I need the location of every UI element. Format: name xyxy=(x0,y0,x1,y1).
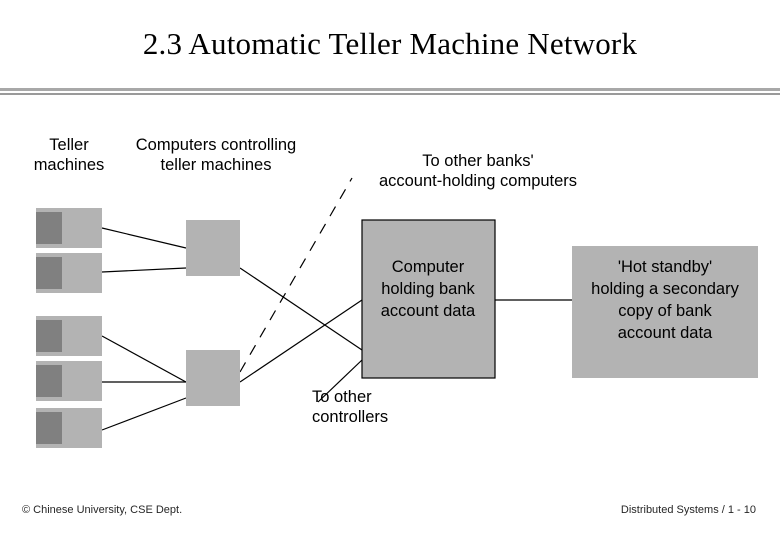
connector-lines xyxy=(101,227,572,431)
label-computers-controlling-line-1: Computers controlling xyxy=(136,136,297,154)
label-to-other-controllers-line-2: controllers xyxy=(312,408,388,426)
label-hot-standby-line-2: holding a secondary xyxy=(591,280,739,298)
label-computers-controlling: Computers controlling teller machines xyxy=(136,136,297,174)
label-computer-holding-bank-account-data: Computer holding bank account data xyxy=(381,258,476,320)
label-to-other-controllers: To other controllers xyxy=(312,388,388,426)
label-central-computer-line-1: Computer xyxy=(392,258,465,276)
controller-box-top xyxy=(186,220,240,276)
label-hot-standby-line-4: account data xyxy=(618,324,713,342)
label-teller-machines: Teller machines xyxy=(34,136,105,174)
label-hot-standby-line-1: 'Hot standby' xyxy=(618,258,712,276)
teller-machine-1 xyxy=(36,208,102,248)
label-to-other-banks-line-2: account-holding computers xyxy=(379,172,577,190)
teller-machine-4 xyxy=(36,361,102,401)
teller-machine-3 xyxy=(36,316,102,356)
controller-box-bottom xyxy=(186,350,240,406)
label-central-computer-line-2: holding bank xyxy=(381,280,475,298)
dashed-connector-other-banks xyxy=(239,177,353,373)
label-teller-machines-line-2: machines xyxy=(34,156,105,174)
label-to-other-controllers-line-1: To other xyxy=(312,388,372,406)
teller-machine-2 xyxy=(36,253,102,293)
title-divider-upper xyxy=(0,88,780,91)
label-teller-machines-line-1: Teller xyxy=(49,136,89,154)
hot-standby-box xyxy=(572,246,758,378)
title-divider-lower xyxy=(0,93,780,95)
label-central-computer-line-3: account data xyxy=(381,302,476,320)
label-computers-controlling-line-2: teller machines xyxy=(161,156,272,174)
page-title: 2.3 Automatic Teller Machine Network xyxy=(142,26,638,61)
footer-copyright: © Chinese University, CSE Dept. xyxy=(22,504,183,516)
atm-network-diagram: Teller machines Computers controlling te… xyxy=(0,120,780,470)
teller-machine-group xyxy=(36,208,102,448)
central-computer-box xyxy=(361,219,496,379)
label-to-other-banks-line-1: To other banks' xyxy=(422,152,533,170)
footer-page-number: Distributed Systems / 1 - 10 xyxy=(620,504,756,516)
teller-machine-5 xyxy=(36,408,102,448)
label-hot-standby: 'Hot standby' holding a secondary copy o… xyxy=(591,258,739,342)
label-to-other-banks: To other banks' account-holding computer… xyxy=(379,152,577,190)
label-hot-standby-line-3: copy of bank xyxy=(618,302,712,320)
